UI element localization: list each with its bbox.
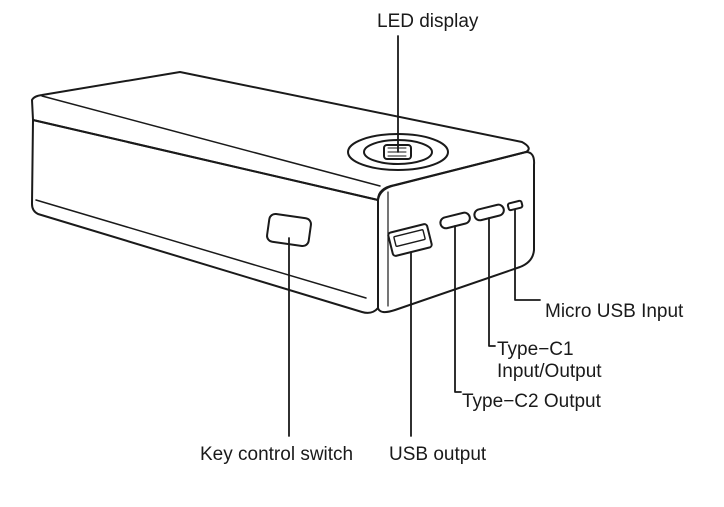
type-c2-leader [454, 225, 462, 393]
front-face [31, 119, 379, 314]
key-control-switch-label: Key control switch [200, 444, 354, 465]
bottom-edge-line [35, 199, 367, 299]
type-c1-label-line2: Input/Output [497, 361, 602, 382]
micro-usb-input-label: Micro USB Input [545, 301, 684, 322]
leader-lines [288, 35, 541, 437]
usb-a-port [387, 223, 433, 257]
type-c1-label: Type−C1 Input/Output [497, 339, 602, 383]
usb-output-label: USB output [389, 444, 487, 465]
led-display-label: LED display [377, 11, 479, 32]
type-c1-label-line1: Type−C1 [497, 339, 574, 360]
led-digits [387, 147, 407, 157]
top-face [31, 71, 530, 201]
power-bank-body [31, 71, 536, 314]
type-c1-port [473, 203, 505, 222]
micro-usb-port [506, 199, 524, 212]
key-control-switch [266, 212, 312, 248]
type-c2-output-label: Type−C2 Output [462, 391, 601, 412]
top-edge-line [41, 95, 381, 187]
type-c1-leader [488, 217, 496, 347]
type-c2-port [439, 211, 471, 230]
ports [387, 199, 524, 257]
end-face [377, 151, 536, 314]
micro-usb-leader [514, 209, 541, 301]
